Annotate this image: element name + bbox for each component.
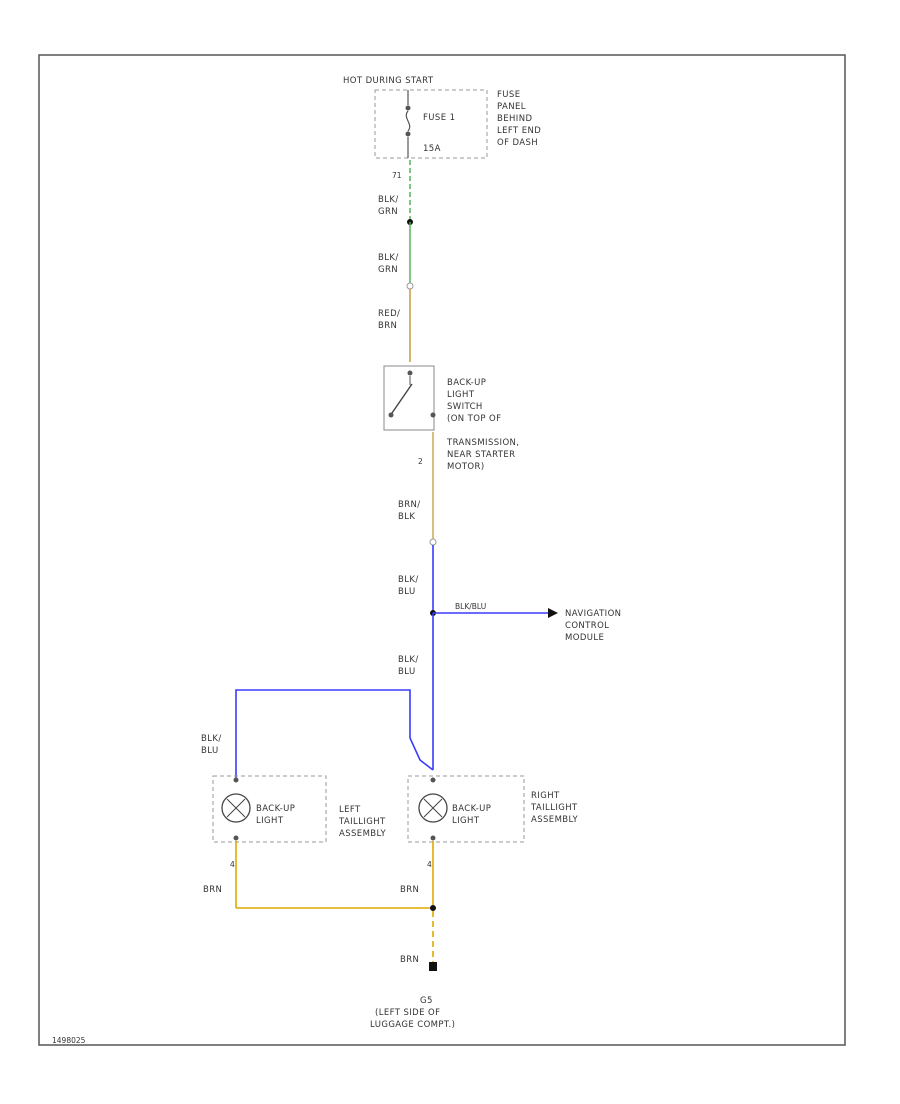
left-taillight-box xyxy=(212,775,327,843)
switch-out-terminal xyxy=(430,412,436,418)
right-assembly-label-2: ASSEMBLY xyxy=(531,815,579,825)
ground-label-1: LUGGAGE COMPT.) xyxy=(370,1020,455,1030)
module-label-2: MODULE xyxy=(565,633,604,643)
wire-label-3b: BRN xyxy=(378,321,397,331)
wire-label-gnd-right: BRN xyxy=(400,885,419,895)
left-backup-lamp xyxy=(221,793,251,823)
fuse-panel-box xyxy=(374,89,488,159)
right-backup-lamp xyxy=(418,793,448,823)
left-lamp-label-0: BACK-UP xyxy=(256,804,295,814)
wire-label-1a: BLK/ xyxy=(378,195,399,205)
connector-c2 xyxy=(429,538,437,546)
fuse-panel-label-4: OF DASH xyxy=(497,138,538,148)
wire-label-4a: BRN/ xyxy=(398,500,421,510)
footer-code: 1498025 xyxy=(52,1036,86,1045)
fuse-rating: 15A xyxy=(423,144,441,154)
right-lamp-terminal-top xyxy=(430,777,436,783)
ground-id: G5 xyxy=(420,996,433,1006)
wire-label-7a: BLK/ xyxy=(201,734,222,744)
switch-label-5: NEAR STARTER xyxy=(447,450,515,460)
fuse-name: FUSE 1 xyxy=(423,113,455,123)
switch-pin-label: 2 xyxy=(418,457,423,466)
power-source-label: HOT DURING START xyxy=(343,76,434,86)
right-assembly-label-0: RIGHT xyxy=(531,791,560,801)
wire-label-3a: RED/ xyxy=(378,309,400,319)
connector-c1 xyxy=(406,282,414,290)
wire-blk-blu-left xyxy=(235,689,434,778)
wire-label-2b: GRN xyxy=(378,265,398,275)
fuse-bottom-terminal xyxy=(405,131,411,137)
left-lamp-label-1: LIGHT xyxy=(256,816,284,826)
switch-terminal-1 xyxy=(407,370,413,376)
switch-label-2: SWITCH xyxy=(447,402,483,412)
backup-switch-box xyxy=(383,365,435,431)
wire-label-1b: GRN xyxy=(378,207,398,217)
diagram-frame xyxy=(38,54,846,1046)
wire-label-5a: BLK/ xyxy=(398,575,419,585)
wire-label-6a: BLK/ xyxy=(398,655,419,665)
wire-label-gnd-left: BRN xyxy=(203,885,222,895)
fuse-panel-label-3: LEFT END xyxy=(497,126,541,136)
ground-point xyxy=(429,962,437,971)
left-lamp-pin: 4 xyxy=(230,860,235,869)
wire-label-5b: BLU xyxy=(398,587,416,597)
right-assembly-label-1: TAILLIGHT xyxy=(530,803,578,813)
splice-node-3 xyxy=(430,905,436,911)
fuse-panel-label-1: PANEL xyxy=(497,102,526,112)
branch-wire-label: BLK/BLU xyxy=(455,602,486,611)
wire-label-2a: BLK/ xyxy=(378,253,399,263)
module-label-0: NAVIGATION xyxy=(565,609,621,619)
switch-label-1: LIGHT xyxy=(447,390,475,400)
ground-label-0: (LEFT SIDE OF xyxy=(375,1008,440,1018)
switch-label-4: TRANSMISSION, xyxy=(446,438,519,448)
switch-contact xyxy=(391,383,413,414)
left-lamp-terminal-top xyxy=(233,777,239,783)
left-assembly-label-1: TAILLIGHT xyxy=(338,817,386,827)
right-lamp-label-1: LIGHT xyxy=(452,816,480,826)
right-lamp-terminal-bottom xyxy=(430,835,436,841)
switch-label-3: (ON TOP OF xyxy=(447,414,501,424)
left-lamp-terminal-bottom xyxy=(233,835,239,841)
switch-label-6: MOTOR) xyxy=(447,462,485,472)
left-assembly-label-2: ASSEMBLY xyxy=(339,829,387,839)
module-label-1: CONTROL xyxy=(565,621,609,631)
fuse-panel-label-2: BEHIND xyxy=(497,114,532,124)
right-taillight-box xyxy=(407,775,525,843)
switch-label-0: BACK-UP xyxy=(447,378,486,388)
wire-label-gnd-main: BRN xyxy=(400,955,419,965)
switch-terminal-2 xyxy=(388,412,394,418)
fuse-pin-label: 71 xyxy=(392,171,402,180)
fuse-top-terminal xyxy=(405,105,411,111)
right-lamp-label-0: BACK-UP xyxy=(452,804,491,814)
wire-label-6b: BLU xyxy=(398,667,416,677)
right-lamp-pin: 4 xyxy=(427,860,432,869)
left-assembly-label-0: LEFT xyxy=(339,805,361,815)
wire-label-4b: BLK xyxy=(398,512,415,522)
fuse-symbol xyxy=(405,110,411,132)
wire-label-7b: BLU xyxy=(201,746,219,756)
fuse-panel-label-0: FUSE xyxy=(497,90,520,100)
module-arrow xyxy=(548,608,558,618)
